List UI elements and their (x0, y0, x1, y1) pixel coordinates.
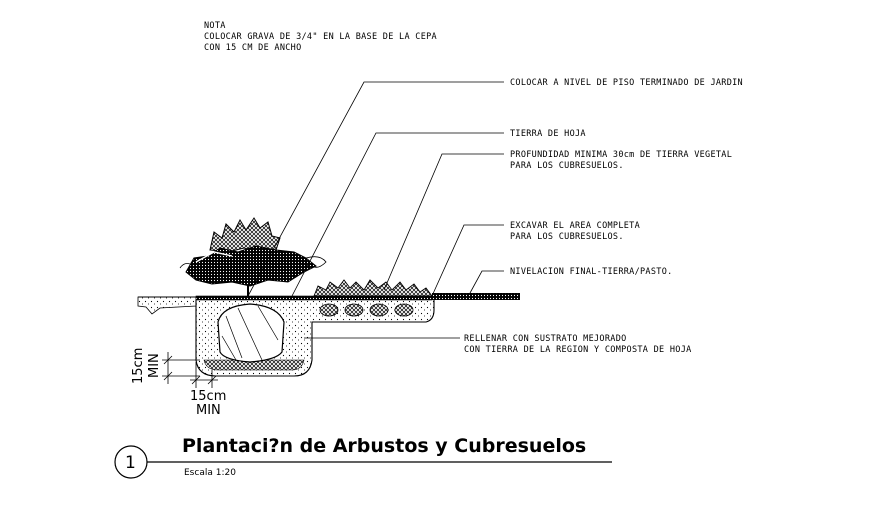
note-line-2: CON 15 CM DE ANCHO (204, 43, 302, 53)
dimension-horizontal (190, 362, 218, 388)
callout-nivelacion: NIVELACION FINAL-TIERRA/PASTO. (510, 267, 673, 277)
detail-title: Plantaci?n de Arbustos y Cubresuelos (182, 435, 586, 457)
ground-section (137, 293, 520, 377)
callout-profundidad-2: PARA LOS CUBRESUELOS. (510, 161, 624, 171)
detail-scale: Escala 1:20 (184, 468, 236, 478)
groundcovers (313, 279, 433, 297)
callout-excavar-1: EXCAVAR EL AREA COMPLETA (510, 221, 640, 231)
dim-horizontal-value: 15cm (190, 389, 226, 404)
note-line-1: COLOCAR GRAVA DE 3/4" EN LA BASE DE LA C… (204, 32, 437, 42)
leader-lines (247, 81, 504, 339)
dim-vertical-min: MIN (147, 353, 162, 378)
callout-rellenar-1: RELLENAR CON SUSTRATO MEJORADO (464, 334, 627, 344)
callout-rellenar-2: CON TIERRA DE LA REGION Y COMPOSTA DE HO… (464, 345, 692, 355)
callout-nivel-piso: COLOCAR A NIVEL DE PISO TERMINADO DE JAR… (510, 78, 743, 88)
callout-profundidad-1: PROFUNDIDAD MINIMA 30cm DE TIERRA VEGETA… (510, 150, 732, 160)
title-block (114, 445, 612, 479)
dimension-vertical (162, 352, 200, 384)
dim-vertical-value: 15cm (131, 348, 146, 384)
note-heading: NOTA (204, 21, 226, 31)
callout-excavar-2: PARA LOS CUBRESUELOS. (510, 232, 624, 242)
shrub (179, 217, 327, 296)
detail-number: 1 (125, 453, 136, 473)
callout-tierra-hoja: TIERRA DE HOJA (510, 129, 586, 139)
dim-horizontal-min: MIN (196, 403, 221, 418)
